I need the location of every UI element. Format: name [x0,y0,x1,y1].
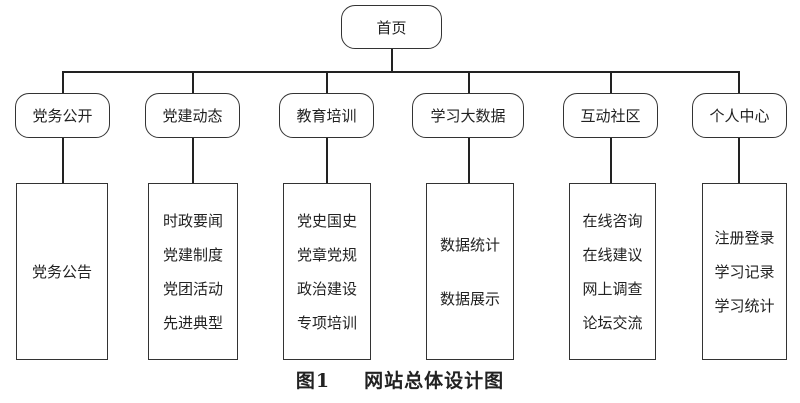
leaf-community: 在线咨询 在线建议 网上调查 论坛交流 [569,183,656,360]
leaf-item: 数据展示 [439,289,500,308]
leaf-item: 学习统计 [714,296,775,315]
figure-title: 网站总体设计图 [364,370,505,392]
figure-caption: 图1 网站总体设计图 [0,366,800,393]
leaf-item: 在线建议 [582,245,643,264]
node-learning-big-data: 学习大数据 [412,93,524,138]
node-party-affairs: 党务公开 [15,93,110,138]
node-label: 互动社区 [580,107,641,125]
node-party-news: 党建动态 [145,93,240,138]
link-6 [738,137,740,183]
link-4 [468,137,470,183]
leaf-item: 论坛交流 [582,313,643,332]
node-label: 个人中心 [709,107,770,125]
leaf-item: 党团活动 [162,279,223,298]
leaf-item: 在线咨询 [582,211,643,230]
leaf-item: 学习记录 [714,262,775,281]
node-education-training: 教育培训 [279,93,374,138]
leaf-education-training: 党史国史 党章党规 政治建设 专项培训 [283,183,371,360]
root-node: 首页 [341,5,442,49]
leaf-item: 政治建设 [296,279,357,298]
leaf-item: 数据统计 [439,235,500,254]
node-personal-center: 个人中心 [692,93,787,138]
leaf-item: 党史国史 [296,211,357,230]
leaf-item: 专项培训 [296,313,357,332]
drop-4 [468,71,470,93]
leaf-item: 党章党规 [296,245,357,264]
drop-6 [738,71,740,93]
leaf-item: 时政要闻 [162,211,223,230]
node-community: 互动社区 [563,93,658,138]
drop-3 [326,71,328,93]
leaf-personal-center: 注册登录 学习记录 学习统计 [702,183,787,360]
leaf-item: 注册登录 [714,228,775,247]
leaf-item: 党务公告 [31,262,92,281]
link-2 [192,137,194,183]
leaf-party-affairs: 党务公告 [16,183,108,360]
leaf-party-news: 时政要闻 党建制度 党团活动 先进典型 [148,183,238,360]
leaf-item: 网上调查 [582,279,643,298]
leaf-item: 先进典型 [162,313,223,332]
drop-2 [192,71,194,93]
link-1 [62,137,64,183]
figure-number: 图1 [295,370,331,392]
leaf-item: 党建制度 [162,245,223,264]
drop-5 [610,71,612,93]
node-label: 党务公开 [32,107,93,125]
node-label: 教育培训 [296,107,357,125]
horizontal-bus [62,71,738,73]
root-label: 首页 [376,18,407,37]
leaf-learning-big-data: 数据统计 数据展示 [426,183,514,360]
drop-1 [62,71,64,93]
link-5 [610,137,612,183]
node-label: 党建动态 [162,107,223,125]
root-stem [391,48,393,72]
node-label: 学习大数据 [430,107,506,125]
link-3 [326,137,328,183]
